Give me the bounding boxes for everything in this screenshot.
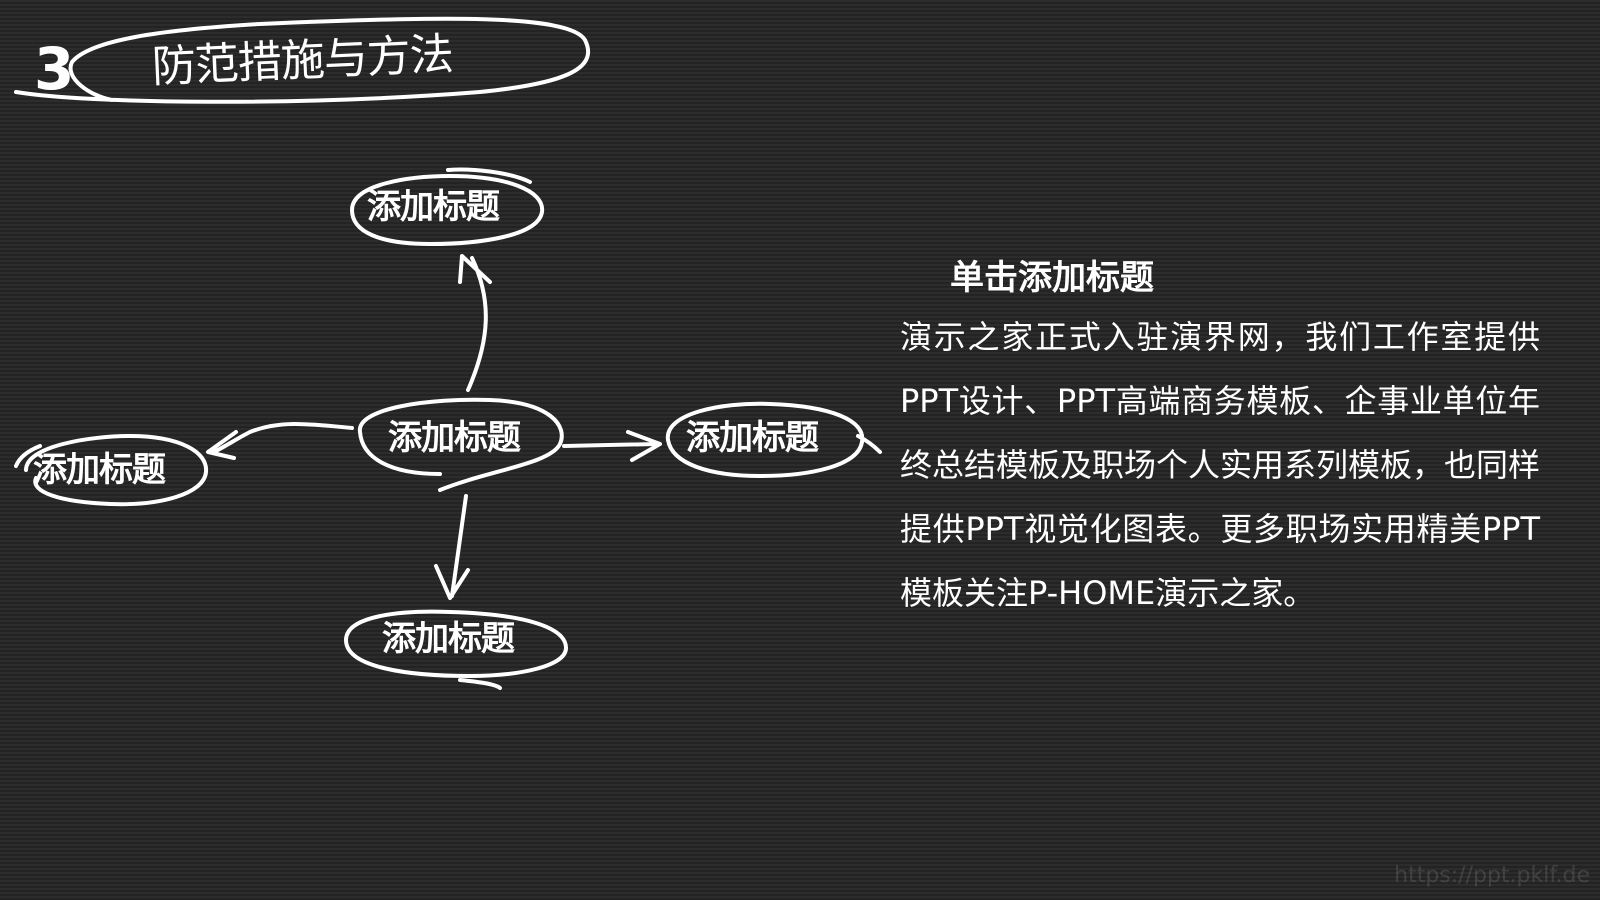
- description-heading[interactable]: 单击添加标题: [950, 258, 1154, 298]
- mindmap-center-node[interactable]: 添加标题: [388, 418, 521, 458]
- arrow-left: [206, 422, 354, 460]
- mindmap-left-node[interactable]: 添加标题: [33, 450, 166, 490]
- mindmap-right-node[interactable]: 添加标题: [686, 418, 819, 458]
- watermark: https://ppt.pklf.de: [1394, 863, 1590, 888]
- mindmap-bottom-node[interactable]: 添加标题: [382, 619, 515, 659]
- arrow-down: [434, 494, 470, 600]
- arrow-right: [562, 430, 662, 462]
- section-title: 防范措施与方法: [150, 28, 454, 93]
- arrow-up: [458, 254, 492, 392]
- mindmap-top-node[interactable]: 添加标题: [367, 187, 500, 227]
- description-body[interactable]: 演示之家正式入驻演界网，我们工作室提供PPT设计、PPT高端商务模板、企事业单位…: [900, 317, 1541, 612]
- section-number: 3: [34, 35, 75, 103]
- description-text-box[interactable]: 单击添加标题 演示之家正式入驻演界网，我们工作室提供PPT设计、PPT高端商务模…: [900, 258, 1540, 625]
- slide-title: 3 防范措施与方法: [18, 14, 598, 114]
